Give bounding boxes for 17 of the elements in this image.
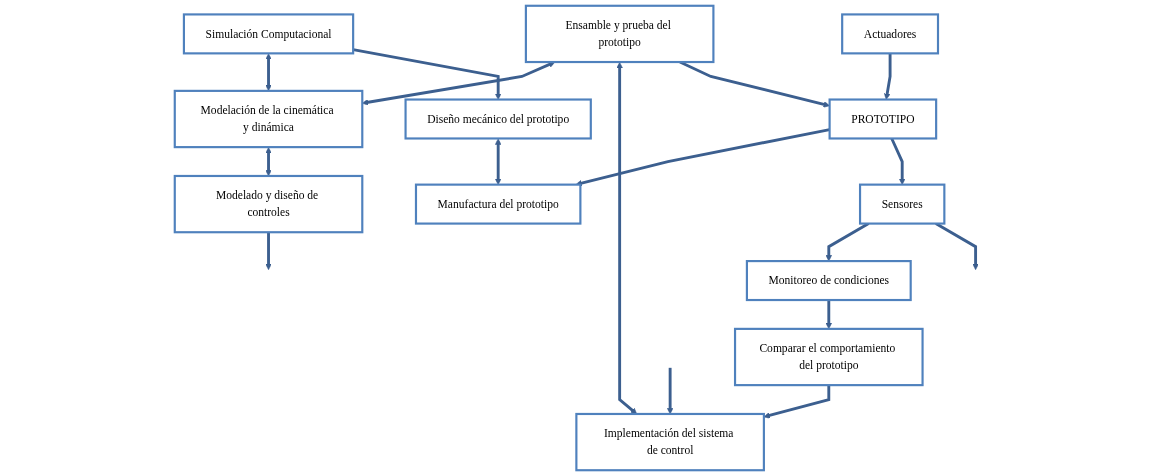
arrow bbox=[495, 138, 502, 185]
node-box: Monitoreo de condiciones bbox=[745, 260, 912, 302]
node-box: Ensamble y prueba del prototipo bbox=[524, 4, 715, 64]
node-box: Implementación del sistema de control bbox=[575, 412, 765, 472]
node-box: Sensores bbox=[858, 183, 946, 225]
arrow bbox=[763, 385, 831, 419]
node-box: Modelación de la cinemática y dinámica bbox=[173, 89, 364, 149]
node-box: PROTOTIPO bbox=[828, 98, 938, 140]
node-box: Manufactura del prototipo bbox=[414, 183, 582, 225]
arrow bbox=[575, 128, 830, 187]
node-box: Comparar el comportamiento del prototipo bbox=[733, 327, 924, 387]
node-box: Diseño mecánico del prototipo bbox=[404, 98, 592, 140]
node-box: Actuadores bbox=[841, 13, 940, 55]
arrow bbox=[884, 53, 892, 100]
node-box: Modelado y diseño de controles bbox=[173, 174, 364, 234]
arrow bbox=[265, 232, 272, 270]
node-box: Simulación Computacional bbox=[182, 13, 355, 55]
